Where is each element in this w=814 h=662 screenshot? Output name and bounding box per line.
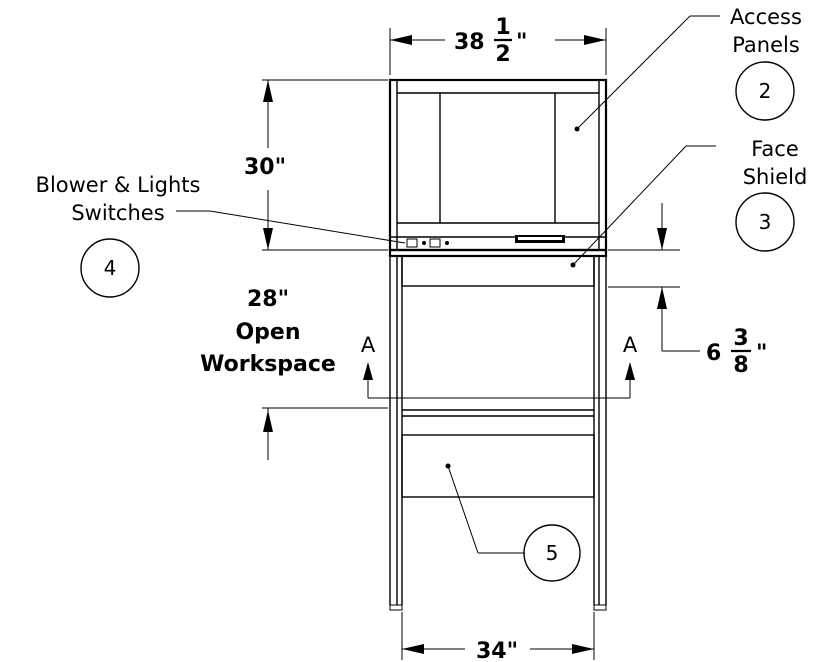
switches-line1: Blower & Lights bbox=[36, 173, 201, 197]
switches-num: 4 bbox=[104, 256, 117, 280]
section-mark-right: A bbox=[623, 333, 638, 357]
width-whole: 38 bbox=[454, 30, 485, 55]
base-width-dimension: 34" bbox=[401, 612, 595, 662]
open-workspace-line2: Workspace bbox=[200, 352, 336, 377]
face-shield-dimension: 6 3 8 " bbox=[608, 203, 767, 378]
callout-face-shield: Face Shield 3 bbox=[570, 137, 808, 268]
base-width-label: 34" bbox=[476, 639, 518, 662]
section-a-a: A A bbox=[361, 333, 638, 399]
control-panel bbox=[390, 235, 606, 248]
cabinet-lower bbox=[388, 248, 608, 611]
callout-switches: Blower & Lights Switches 4 bbox=[36, 173, 406, 298]
face-shield-num: 3 bbox=[759, 210, 772, 234]
face-shield-line1: Face bbox=[751, 137, 799, 161]
shield-unit: " bbox=[756, 341, 767, 366]
width-denominator: 2 bbox=[495, 42, 510, 67]
height-upper-label: 30" bbox=[244, 155, 286, 180]
open-workspace-line1: Open bbox=[235, 320, 300, 345]
access-panels-line2: Panels bbox=[732, 33, 800, 57]
cabinet-upper bbox=[388, 78, 608, 252]
base-num: 5 bbox=[546, 541, 559, 565]
callout-base: 5 bbox=[445, 463, 581, 582]
width-unit: " bbox=[516, 30, 527, 55]
access-panels-line1: Access bbox=[730, 5, 802, 29]
face-shield-line2: Shield bbox=[743, 165, 808, 189]
shield-whole: 6 bbox=[706, 341, 721, 366]
width-numerator: 1 bbox=[495, 15, 510, 40]
shield-numerator: 3 bbox=[733, 326, 748, 351]
width-dimension: 38 1 2 " bbox=[389, 15, 607, 75]
switches-line2: Switches bbox=[71, 201, 164, 225]
open-workspace-dimension: 28" Open Workspace bbox=[200, 287, 388, 460]
open-workspace-value: 28" bbox=[247, 287, 289, 312]
height-dimension-upper: 30" bbox=[244, 79, 388, 251]
access-panels-num: 2 bbox=[759, 79, 772, 103]
section-mark-left: A bbox=[361, 333, 376, 357]
callout-access-panels: Access Panels 2 bbox=[574, 5, 802, 132]
shield-denominator: 8 bbox=[733, 353, 748, 378]
